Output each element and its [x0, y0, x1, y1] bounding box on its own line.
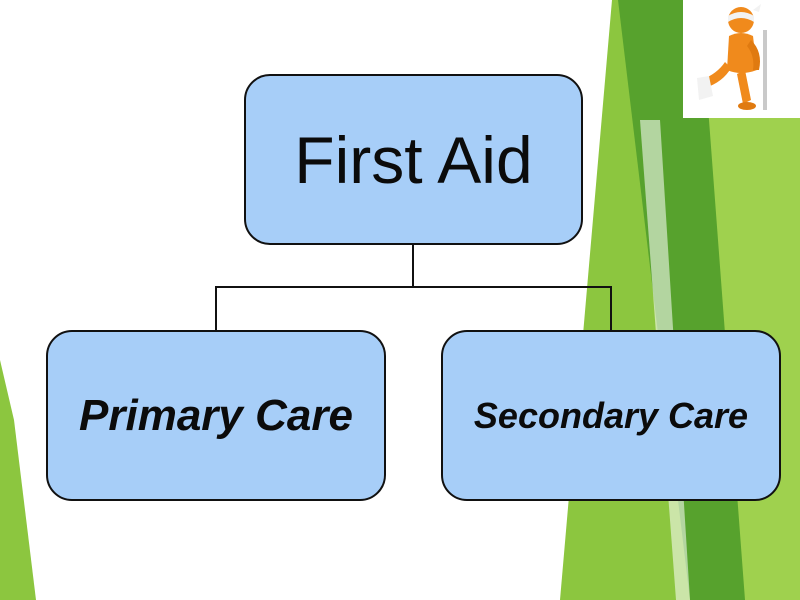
- node-primary-care-label: Primary Care: [79, 390, 353, 440]
- connector-left-down: [215, 286, 217, 331]
- node-first-aid-label: First Aid: [294, 122, 533, 197]
- node-secondary-care: Secondary Care: [441, 330, 781, 501]
- connector-right-down: [610, 286, 612, 331]
- node-first-aid: First Aid: [244, 74, 583, 245]
- injured-person-icon: [683, 0, 800, 118]
- connector-horizontal: [215, 286, 612, 288]
- green-sliver-left: [0, 360, 36, 600]
- node-primary-care: Primary Care: [46, 330, 386, 501]
- connector-root-down: [412, 245, 414, 288]
- node-secondary-care-label: Secondary Care: [473, 394, 749, 436]
